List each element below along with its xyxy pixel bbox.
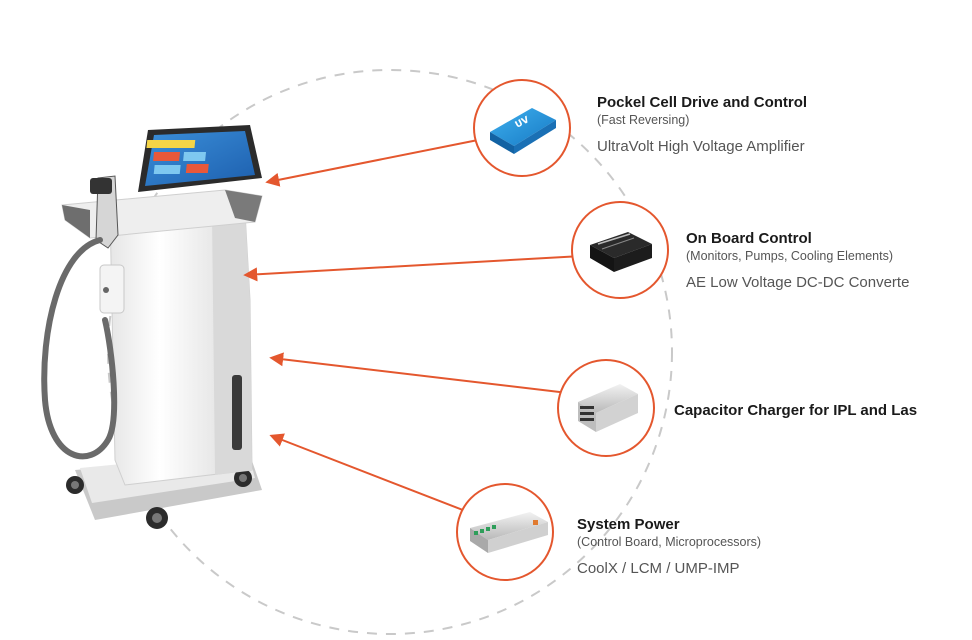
node-system-power [456, 483, 554, 581]
arrow-capacitor-charger [269, 352, 569, 394]
item-title: Pockel Cell Drive and Control [597, 94, 808, 111]
item-subtitle: (Monitors, Pumps, Cooling Elements) [686, 249, 894, 263]
item-product: AE Low Voltage DC-DC Converte [686, 274, 910, 291]
laser-machine-illustration [41, 125, 263, 529]
item-title: System Power [577, 516, 680, 533]
item-product: UltraVolt High Voltage Amplifier [597, 138, 805, 155]
black-dc-dc-converter-chip-icon [590, 232, 652, 272]
item-subtitle: (Control Board, Microprocessors) [577, 535, 762, 549]
label-system-power: System Power (Control Board, Microproces… [577, 516, 761, 579]
metal-capacitor-charger-unit-icon [578, 384, 638, 432]
item-product: CoolX / LCM / UMP-IMP [577, 560, 740, 577]
label-capacitor-charger: Capacitor Charger for IPL and Las [674, 402, 917, 420]
blue-hv-amplifier-module-icon: UV [490, 108, 556, 154]
label-pockel-cell: Pockel Cell Drive and Control (Fast Reve… [597, 94, 807, 157]
item-title: Capacitor Charger for IPL and Las [674, 402, 918, 419]
node-capacitor-charger [557, 359, 655, 457]
dashed-ring [107, 69, 673, 635]
arrow-system-power [269, 433, 469, 513]
arrow-on-board-control [243, 255, 583, 282]
connector-arrows [243, 138, 583, 513]
modular-power-supply-icon [470, 512, 548, 553]
item-title: On Board Control [686, 230, 812, 247]
node-on-board-control [571, 201, 669, 299]
item-subtitle: (Fast Reversing) [597, 113, 690, 127]
label-on-board-control: On Board Control (Monitors, Pumps, Cooli… [686, 230, 909, 293]
node-pockel-cell: UV [473, 79, 571, 177]
arrow-pockel-cell [265, 138, 484, 187]
